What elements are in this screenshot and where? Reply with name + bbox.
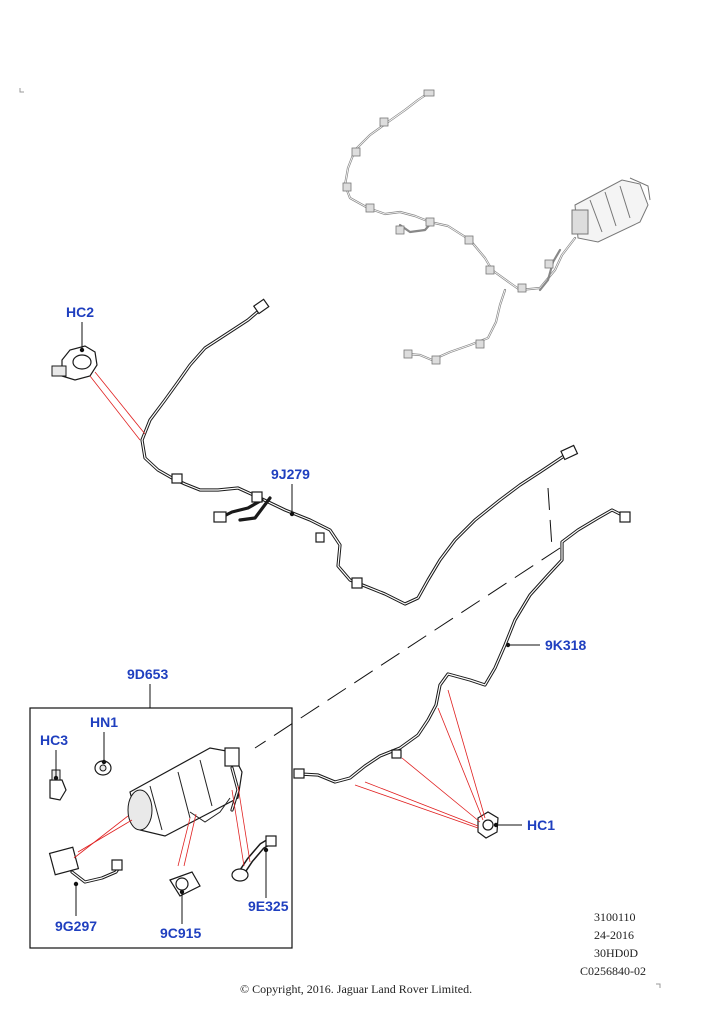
callout-9c915: 9C915 — [160, 925, 201, 941]
callout-hc2: HC2 — [66, 304, 94, 320]
valve-9g297 — [48, 846, 123, 884]
reference-line-1: 3100110 — [594, 910, 636, 924]
hose-9k318 — [293, 508, 631, 784]
sensor-9c915 — [169, 871, 201, 897]
canister — [127, 747, 243, 837]
kit-box-9d653 — [29, 707, 293, 949]
clip-hc1 — [477, 811, 499, 839]
callout-hc3: HC3 — [40, 732, 68, 748]
red-leaders — [73, 371, 486, 867]
callout-9g297: 9G297 — [55, 918, 97, 934]
clip-hc3 — [49, 769, 67, 801]
callout-9d653: 9D653 — [127, 666, 168, 682]
overview-assembly — [342, 89, 651, 365]
callout-leaders — [53, 322, 540, 924]
routing-dashes — [254, 487, 561, 749]
hose-9e325 — [231, 835, 277, 882]
copyright-notice: © Copyright, 2016. Jaguar Land Rover Lim… — [240, 982, 472, 996]
corner-mark-bottom-right — [656, 983, 661, 988]
callout-9j279: 9J279 — [271, 466, 310, 482]
clip-hc2 — [51, 345, 98, 381]
callout-hc1: HC1 — [527, 817, 555, 833]
hose-9j279 — [140, 298, 579, 606]
reference-line-3: 30HD0D — [594, 946, 638, 960]
reference-line-2: 24-2016 — [594, 928, 634, 942]
corner-mark-top-left — [19, 88, 24, 93]
callout-9k318: 9K318 — [545, 637, 586, 653]
callout-9e325: 9E325 — [248, 898, 289, 914]
reference-line-4: C0256840-02 — [580, 964, 646, 978]
callout-hn1: HN1 — [90, 714, 118, 730]
